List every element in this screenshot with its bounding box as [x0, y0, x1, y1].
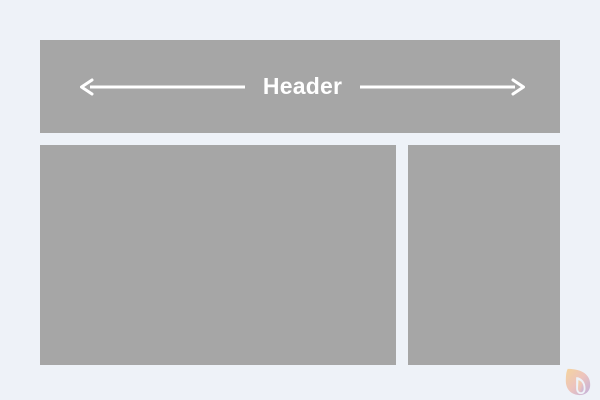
arrow-right-icon — [360, 78, 526, 95]
header-content-row: Header — [40, 40, 560, 133]
main-content-block — [40, 145, 396, 365]
leaf-logo-icon — [565, 368, 591, 396]
arrow-left-icon — [79, 78, 245, 95]
header-band: Header — [40, 40, 560, 133]
page-title: Header — [262, 73, 343, 99]
sidebar-content-block — [408, 145, 560, 365]
